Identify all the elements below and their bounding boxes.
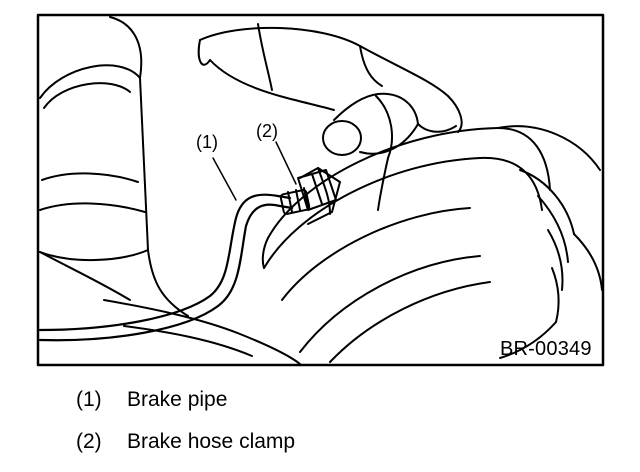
callout-1: (1) [196, 132, 218, 152]
lower-arm [103, 299, 301, 365]
bolt-head [322, 120, 362, 156]
hub-ribs [519, 169, 575, 235]
brake-pipe-outer [38, 193, 292, 332]
disc-rotor [267, 127, 551, 239]
pipe-fitting [279, 189, 311, 215]
caliper-bracket [299, 167, 341, 225]
legend-number: (1) [76, 388, 102, 411]
figure-frame [36, 13, 605, 367]
leader-line-2 [275, 141, 297, 185]
leader-line-1 [212, 157, 237, 201]
left-housing [39, 64, 149, 262]
legend-label: Brake pipe [127, 388, 228, 411]
callout-2: (2) [256, 121, 278, 141]
legend-label: Brake hose clamp [127, 430, 296, 453]
hose-clamp [297, 169, 337, 211]
figure-reference-code: BR-00349 [500, 338, 592, 360]
brake-pipe-inner [38, 203, 294, 342]
legend-number: (2) [76, 430, 102, 453]
upper-casting [199, 26, 449, 97]
